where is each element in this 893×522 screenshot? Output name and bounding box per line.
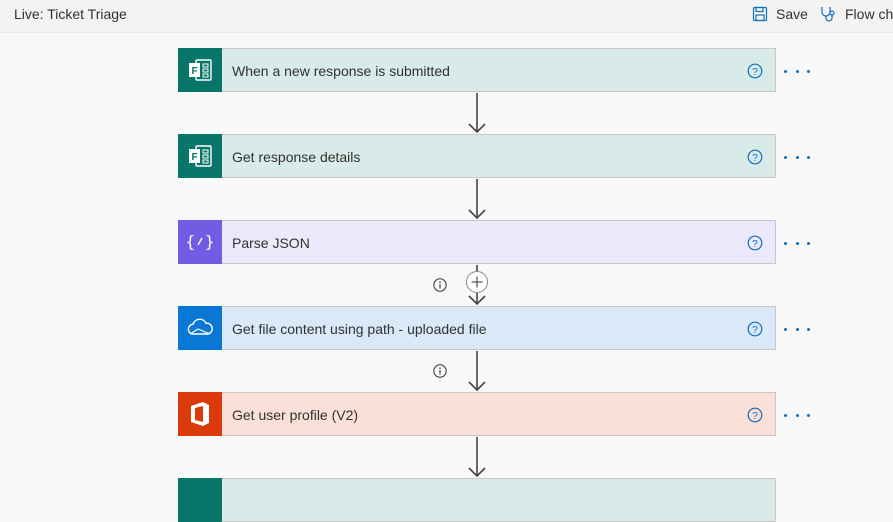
flow-title: Live: Ticket Triage: [14, 6, 127, 22]
add-step-button[interactable]: [465, 270, 489, 294]
help-icon[interactable]: ?: [747, 149, 763, 165]
step-card-parse-json[interactable]: { } Parse JSON ?: [178, 220, 810, 264]
help-icon[interactable]: ?: [747, 407, 763, 423]
svg-text:?: ?: [752, 153, 758, 164]
svg-text:?: ?: [752, 411, 758, 422]
step-title: Parse JSON: [232, 235, 310, 251]
step-card-trigger[interactable]: F When a new response is submitted ?: [178, 48, 810, 92]
more-options-icon[interactable]: [784, 233, 810, 253]
stethoscope-icon: [821, 6, 835, 22]
step-card-get-response-details[interactable]: F Get response details ?: [178, 134, 810, 178]
svg-text:?: ?: [752, 239, 758, 250]
save-icon: [752, 6, 768, 21]
svg-text:F: F: [191, 66, 197, 77]
connector-arrow: [468, 351, 486, 392]
flow-checker-label: Flow checker: [845, 5, 893, 22]
more-options-icon[interactable]: [784, 61, 810, 81]
command-bar: Live: Ticket Triage Save Flow checker: [0, 0, 893, 33]
step-card-next[interactable]: [178, 478, 776, 522]
more-options-icon[interactable]: [784, 405, 810, 425]
flow-checker-button[interactable]: Flow checker: [819, 0, 893, 27]
svg-text:?: ?: [752, 67, 758, 78]
braces-icon: { }: [178, 220, 222, 264]
svg-text:F: F: [191, 152, 197, 163]
svg-text:?: ?: [752, 325, 758, 336]
info-icon[interactable]: [433, 278, 447, 292]
forms-icon: F: [178, 134, 222, 178]
help-icon[interactable]: ?: [747, 321, 763, 337]
save-label: Save: [776, 5, 808, 22]
step-title: Get file content using path - uploaded f…: [232, 321, 487, 337]
connector-arrow: [468, 179, 486, 220]
more-options-icon[interactable]: [784, 319, 810, 339]
step-title: Get response details: [232, 149, 361, 165]
help-icon[interactable]: ?: [747, 235, 763, 251]
connector-arrow: [468, 437, 486, 478]
office-icon: [178, 392, 222, 436]
info-icon[interactable]: [433, 364, 447, 378]
forms-icon: F: [178, 48, 222, 92]
more-options-icon[interactable]: [784, 147, 810, 167]
step-card-get-file-content[interactable]: Get file content using path - uploaded f…: [178, 306, 810, 350]
cloud-icon: [178, 306, 222, 350]
save-button[interactable]: Save: [752, 0, 808, 27]
connector-arrow: [468, 93, 486, 134]
step-card-get-user-profile[interactable]: Get user profile (V2) ?: [178, 392, 810, 436]
forms-icon: [178, 478, 222, 522]
step-title: Get user profile (V2): [232, 407, 359, 423]
help-icon[interactable]: ?: [747, 63, 763, 79]
step-title: When a new response is submitted: [232, 63, 450, 79]
